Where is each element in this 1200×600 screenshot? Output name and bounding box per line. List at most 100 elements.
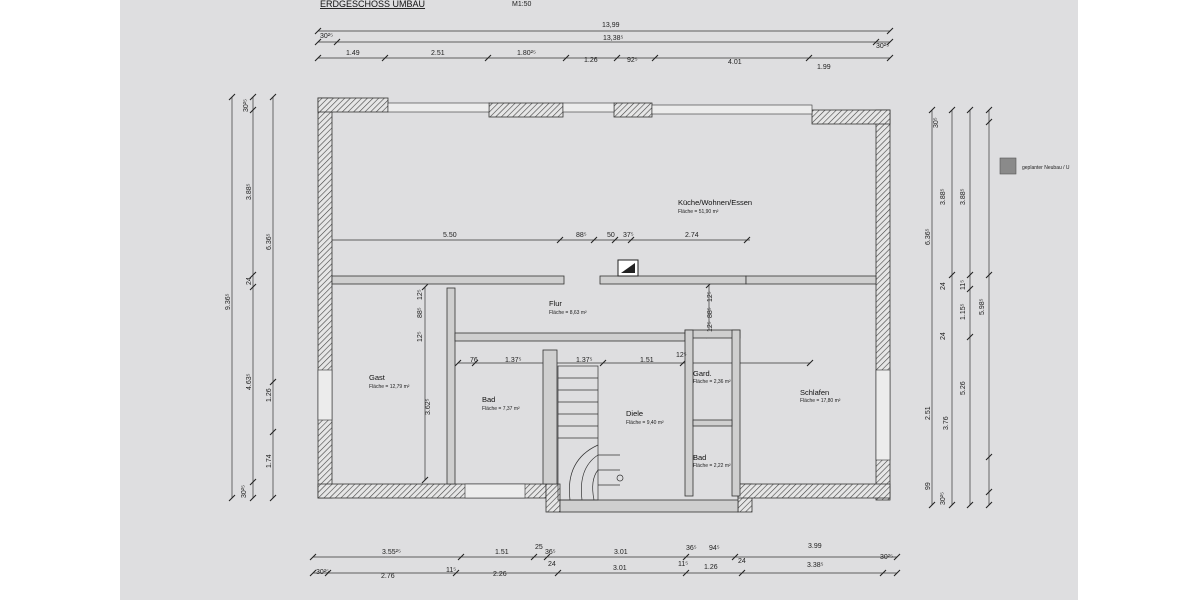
dim-text: 5.98⁵	[979, 298, 986, 315]
dim-text: 11⁵	[960, 280, 967, 290]
dim-text: 2.76	[381, 573, 395, 580]
dim-text: 3.88⁵	[940, 188, 947, 205]
dim-text: 2.51	[925, 406, 932, 420]
dim-text: 12⁵	[707, 291, 714, 302]
dim-text: 37⁵	[623, 232, 634, 239]
floor-plan: ERDGESCHOSS UMBAU M1:50 geplanter Neubau…	[225, 0, 1070, 580]
dim-text: 3.76	[943, 416, 950, 430]
dim-text: 5.50	[443, 232, 457, 239]
dim-text: 5.26	[960, 381, 967, 395]
dimension-lines	[231, 30, 990, 574]
dim-text: 2.74	[685, 232, 699, 239]
dim-text: 24	[738, 558, 746, 565]
dim-text: 4.63⁵	[246, 373, 253, 390]
room-name: Gard.	[693, 369, 712, 378]
dim-text: 11⁵	[678, 561, 688, 568]
dim-text: 3.55²⁵	[382, 549, 401, 556]
dim-text: 3.88⁵	[246, 183, 253, 200]
dim-text: 1.99	[817, 64, 831, 71]
dim-text: 30²⁵	[320, 33, 333, 40]
dim-text: 24	[246, 277, 253, 285]
dim-text: 12⁵	[707, 321, 714, 332]
dim-text: 24	[940, 332, 947, 340]
dim-text: 30²⁵	[876, 43, 889, 50]
room-name: Bad	[482, 395, 495, 404]
dim-text: 30²⁵	[243, 99, 250, 112]
room-name: Bad	[693, 453, 706, 462]
dim-text: 13,38⁵	[603, 35, 624, 42]
chimney	[617, 259, 639, 277]
dim-text: 25	[535, 544, 543, 551]
dim-text: 30²⁵	[940, 492, 947, 505]
dim-text: 1.80²⁵	[517, 50, 536, 57]
dim-text: 3.01	[613, 565, 627, 572]
bottom-dimensions: 3.55²⁵ 1.51 25 36⁵ 3.01 36⁵ 94⁵ 3.99 30²…	[316, 543, 893, 580]
dim-text: 12⁵	[417, 289, 424, 300]
room-name: Diele	[626, 409, 643, 418]
room-area: Fläche = 17,80 m²	[800, 398, 841, 404]
dim-text: 3.62⁵	[425, 398, 432, 415]
dim-text: 3.01	[614, 549, 628, 556]
room-name: Gast	[369, 373, 386, 382]
dim-text: 9.36⁵	[225, 293, 232, 310]
room-name: Flur	[549, 299, 562, 308]
dim-text: 6.36⁵	[925, 228, 932, 245]
room-area: Fläche = 9,40 m²	[626, 420, 664, 426]
dim-text: 13,99	[602, 22, 620, 29]
dim-text: 30²⁵	[241, 485, 248, 498]
room-area: Fläche = 8,63 m²	[549, 310, 587, 316]
dim-text: 30⁵	[933, 117, 940, 128]
dim-text: 1.26	[266, 388, 273, 402]
exterior-walls	[317, 97, 891, 513]
dim-text: 50	[607, 232, 615, 239]
dim-text: 24	[548, 561, 556, 568]
plan-scale: M1:50	[512, 1, 532, 8]
dim-text: 1.37⁵	[505, 357, 522, 364]
dim-text: 12⁵	[417, 331, 424, 342]
plan-title: ERDGESCHOSS UMBAU	[320, 0, 425, 9]
room-area: Fläche = 12,79 m²	[369, 384, 410, 390]
dim-text: 88⁵	[417, 307, 424, 318]
dim-text: 88⁵	[707, 307, 714, 318]
paper-sheet: ERDGESCHOSS UMBAU M1:50 geplanter Neubau…	[120, 0, 1078, 600]
dim-text: 12⁵	[676, 352, 687, 359]
dim-text: 1.51	[640, 357, 654, 364]
room-area: Fläche = 2,22 m²	[693, 463, 731, 469]
dim-text: 3.99	[808, 543, 822, 550]
dim-text: 36⁵	[545, 549, 556, 556]
dim-text: 3.38⁵	[807, 562, 824, 569]
dim-text: 1.26	[584, 57, 598, 64]
room-name: Schlafen	[800, 388, 829, 397]
dim-text: 6.36⁵	[266, 233, 273, 250]
dim-text: 1.51	[495, 549, 509, 556]
inner-misc-dimensions: 12⁵ 88⁵ 12⁵ 76 1.37⁵ 1.37⁵ 1.51 12⁵ 3.62…	[417, 289, 714, 415]
dim-text: 2.26	[493, 571, 507, 578]
legend-swatch	[999, 157, 1017, 175]
dim-text: 1.37⁵	[576, 357, 593, 364]
interior-dimensions: 5.50 88⁵ 50 37⁵ 2.74	[443, 232, 699, 239]
dim-text: 1.49	[346, 50, 360, 57]
dim-text: 1.26	[704, 564, 718, 571]
dim-text: 2.51	[431, 50, 445, 57]
legend-label: geplanter Neubau / U	[1022, 165, 1070, 171]
dim-text: 36⁵	[686, 545, 697, 552]
left-dimensions: 9.36⁵ 30²⁵ 3.88⁵ 24 4.63⁵ 30²⁵ 6.36⁵ 1.2…	[225, 99, 273, 498]
dim-text: 76	[470, 357, 478, 364]
staircase	[557, 365, 624, 501]
dim-text: 3.88⁵	[960, 188, 967, 205]
interior-walls	[331, 275, 877, 513]
dim-text: 94⁵	[709, 545, 720, 552]
dim-text: 1.15⁵	[960, 303, 967, 320]
dim-text: 4.01	[728, 59, 742, 66]
dimension-ticks	[228, 27, 993, 577]
dim-text: 30²⁵	[316, 569, 329, 576]
dim-text: 88⁵	[576, 232, 587, 239]
dim-text: 24	[940, 282, 947, 290]
top-dimensions: 13,99 30²⁵ 13,38⁵ 30²⁵ 1.49 2.51 1.80²⁵ …	[320, 22, 889, 71]
dim-text: 11⁵	[446, 567, 456, 574]
dim-text: 1.74	[266, 454, 273, 468]
dim-text: 92⁵	[627, 57, 638, 64]
windows	[317, 102, 891, 499]
room-name: Küche/Wohnen/Essen	[678, 198, 752, 207]
room-area: Fläche = 7,37 m²	[482, 406, 520, 412]
